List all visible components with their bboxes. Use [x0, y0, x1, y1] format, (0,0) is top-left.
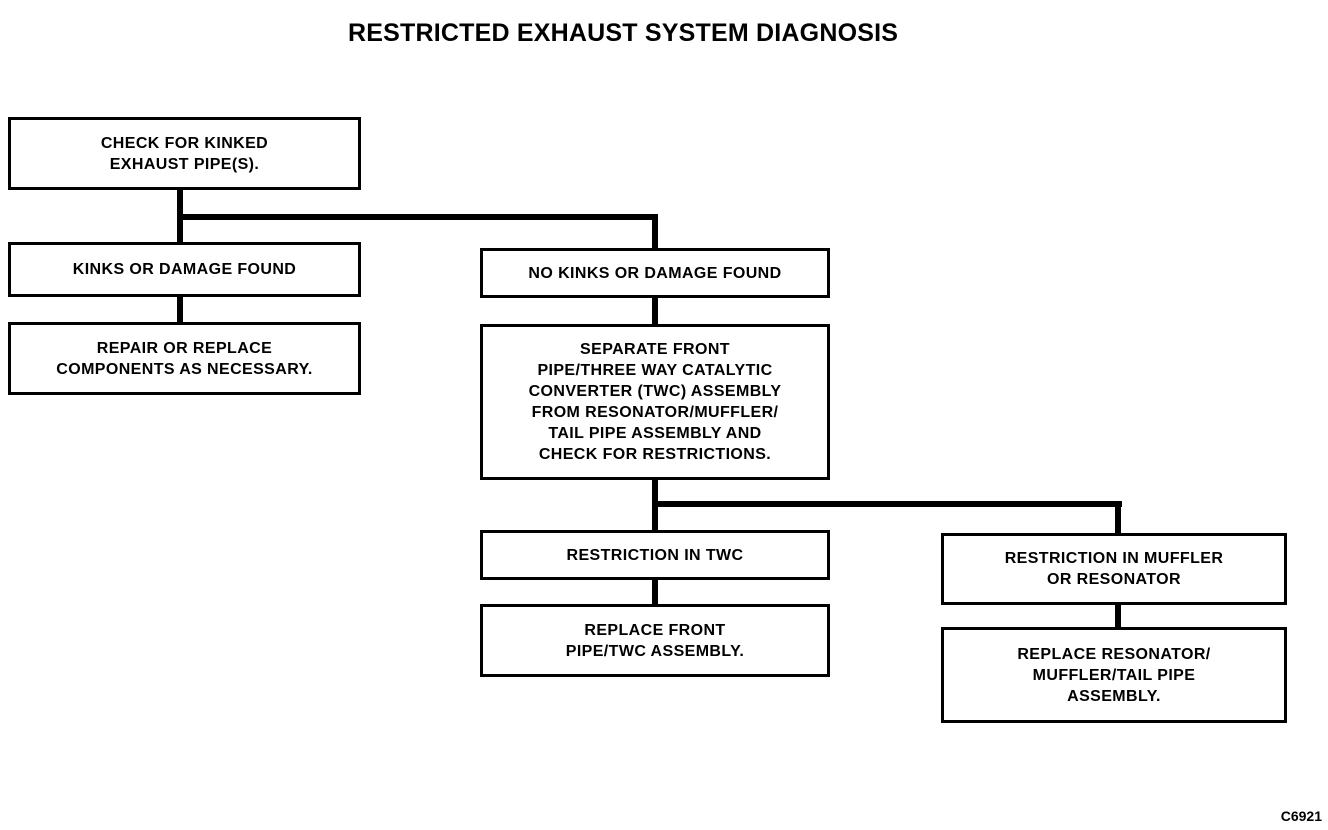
node-no-kinks-found: NO KINKS OR DAMAGE FOUND	[480, 248, 830, 298]
connector-no-kinks-to-separate	[652, 297, 658, 325]
connector-twc-to-replace-front	[652, 578, 658, 605]
node-restriction-twc: RESTRICTION IN TWC	[480, 530, 830, 580]
connector-branch-to-no-kinks	[652, 214, 658, 248]
node-replace-front-pipe: REPLACE FRONT PIPE/TWC ASSEMBLY.	[480, 604, 830, 677]
node-restriction-muffler: RESTRICTION IN MUFFLER OR RESONATOR	[941, 533, 1287, 605]
connector-branch-horizontal-1	[177, 214, 658, 220]
node-repair-replace: REPAIR OR REPLACE COMPONENTS AS NECESSAR…	[8, 322, 361, 395]
connector-muffler-to-replace-resonator	[1115, 603, 1121, 628]
connector-branch-to-muffler	[1115, 501, 1121, 534]
node-kinks-found: KINKS OR DAMAGE FOUND	[8, 242, 361, 297]
figure-code: C6921	[1280, 808, 1322, 824]
connector-branch-horizontal-2	[652, 501, 1122, 507]
node-check-kinked-pipes: CHECK FOR KINKED EXHAUST PIPE(S).	[8, 117, 361, 190]
diagram-title: RESTRICTED EXHAUST SYSTEM DIAGNOSIS	[348, 19, 899, 47]
connector-kinks-to-repair	[177, 296, 183, 323]
node-separate-front-pipe: SEPARATE FRONT PIPE/THREE WAY CATALYTIC …	[480, 324, 830, 480]
node-replace-resonator: REPLACE RESONATOR/ MUFFLER/TAIL PIPE ASS…	[941, 627, 1287, 723]
